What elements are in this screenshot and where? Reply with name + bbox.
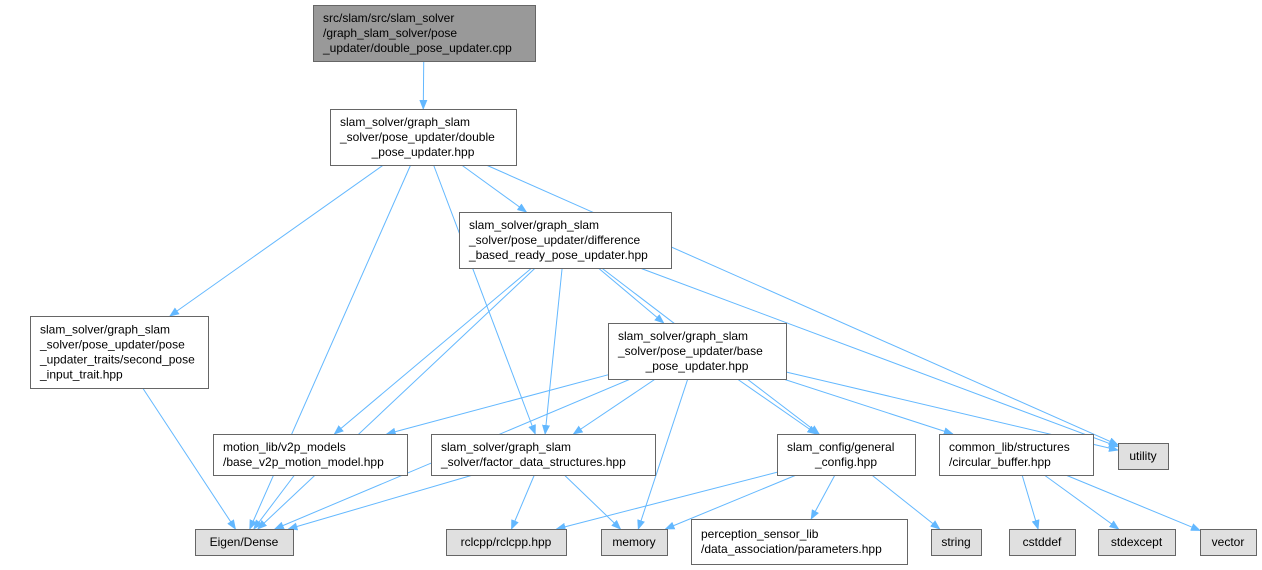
node-label-line: rclcpp/rclcpp.hpp [461,535,552,549]
node-box [1200,529,1257,556]
edge-n8-n17 [1065,474,1201,531]
node-label-line: _updater/double_pose_updater.cpp [322,41,512,55]
edge-n2-n6 [542,267,563,435]
node-label-line: _input_trait.hpp [39,368,123,382]
graph-node: vector [1200,529,1257,556]
graph-node: Eigen/Dense [195,529,294,556]
edges-layer [142,60,1201,531]
node-label-line: string [941,535,970,549]
node-box [1009,529,1076,556]
graph-node: cstddef [1009,529,1076,556]
node-box [939,434,1094,476]
edge-n4-n8 [783,378,954,436]
node-label-line: motion_lib/v2p_models [223,440,346,454]
edge-n7-n14 [871,474,941,530]
node-label-line: /base_v2p_motion_model.hpp [223,455,384,469]
node-box [446,529,567,556]
node-label-line: slam_solver/graph_slam [618,329,748,343]
node-label-line: cstddef [1023,535,1062,549]
edge-n2-n4 [597,267,665,324]
node-label-line: slam_config/general [787,440,894,454]
node-box [1098,529,1176,556]
graph-node: memory [601,529,668,556]
node-label-line: Eigen/Dense [210,535,279,549]
node-label-line: _solver/pose_updater/difference [468,233,641,247]
node-box [931,529,982,556]
graph-node: rclcpp/rclcpp.hpp [446,529,567,556]
edge-n3-n10 [142,387,236,530]
graph-node[interactable]: slam_solver/graph_slam_solver/pose_updat… [608,323,787,380]
edge-n8-n15 [1021,474,1040,530]
edge-n2-n5 [333,267,533,435]
node-label-line: _solver/pose_updater/pose [39,338,185,352]
node-label-line: src/slam/src/slam_solver [323,11,454,25]
node-box [691,519,908,565]
edge-n4-n6 [572,378,656,435]
node-box [1118,443,1169,470]
edge-n2-n10 [257,267,536,530]
edge-n7-n13 [810,474,836,520]
node-label-line: /data_association/parameters.hpp [701,542,882,556]
node-label-line: _based_ready_pose_updater.hpp [468,248,648,262]
edge-n6-n10 [287,474,474,531]
node-label-line: /circular_buffer.hpp [949,455,1051,469]
edge-n1-n9 [485,164,1119,446]
node-label-line: slam_solver/graph_slam [340,115,470,129]
graph-node[interactable]: slam_config/general_config.hpp [777,434,916,476]
edge-n1-n3 [169,164,384,317]
graph-node-root: src/slam/src/slam_solver/graph_slam_solv… [313,5,536,62]
edge-n5-n10 [253,474,295,530]
edge-n4-n5 [385,374,609,436]
node-box [330,109,517,166]
node-box [601,529,668,556]
node-label-line: utility [1129,449,1156,463]
edge-n4-n7 [737,378,818,435]
edge-n7-n11 [555,471,778,531]
node-box [459,212,672,269]
node-label-line: _config.hpp [814,455,877,469]
node-label-line: _solver/factor_data_structures.hpp [440,455,626,469]
graph-node: stdexcept [1098,529,1176,556]
edge-n7-n12 [664,474,797,530]
graph-node[interactable]: common_lib/structures/circular_buffer.hp… [939,434,1094,476]
graph-node[interactable]: slam_solver/graph_slam_solver/factor_dat… [431,434,656,476]
graph-node: utility [1118,443,1169,470]
node-label-line: _pose_updater.hpp [371,145,475,159]
edge-n2-n9 [639,267,1119,448]
node-label-line: slam_solver/graph_slam [469,218,599,232]
node-label-line: slam_solver/graph_slam [40,323,170,337]
graph-node[interactable]: motion_lib/v2p_models/base_v2p_motion_mo… [213,434,408,476]
graph-node[interactable]: slam_solver/graph_slam_solver/pose_updat… [330,109,517,166]
edge-n4-n12 [637,378,689,530]
node-label-line: common_lib/structures [949,440,1070,454]
graph-node[interactable]: slam_solver/graph_slam_solver/pose_updat… [30,316,209,389]
node-label-line: /graph_slam_solver/pose [323,26,457,40]
node-box [431,434,656,476]
edge-n1-n6 [433,164,536,435]
node-box [313,5,536,62]
node-label-line: slam_solver/graph_slam [441,440,571,454]
node-label-line: _solver/pose_updater/base [617,344,763,358]
graph-node[interactable]: slam_solver/graph_slam_solver/pose_updat… [459,212,672,269]
node-label-line: vector [1212,535,1245,549]
edge-n1-n2 [461,164,528,213]
edge-n8-n16 [1043,474,1120,530]
edge-n6-n11 [511,474,535,530]
node-box [777,434,916,476]
node-box [195,529,294,556]
node-label-line: _solver/pose_updater/double [339,130,495,144]
node-label-line: stdexcept [1111,535,1163,549]
graph-node[interactable]: perception_sensor_lib/data_association/p… [691,519,908,565]
node-box [30,316,209,389]
node-label-line: memory [612,535,655,549]
node-box [608,323,787,380]
node-label-line: _pose_updater.hpp [645,359,749,373]
node-label-line: perception_sensor_lib [701,527,819,541]
graph-node: string [931,529,982,556]
edge-n6-n12 [563,474,622,530]
node-box [213,434,408,476]
node-label-line: _updater_traits/second_pose [39,353,195,367]
nodes-layer: src/slam/src/slam_solver/graph_slam_solv… [30,5,1257,565]
